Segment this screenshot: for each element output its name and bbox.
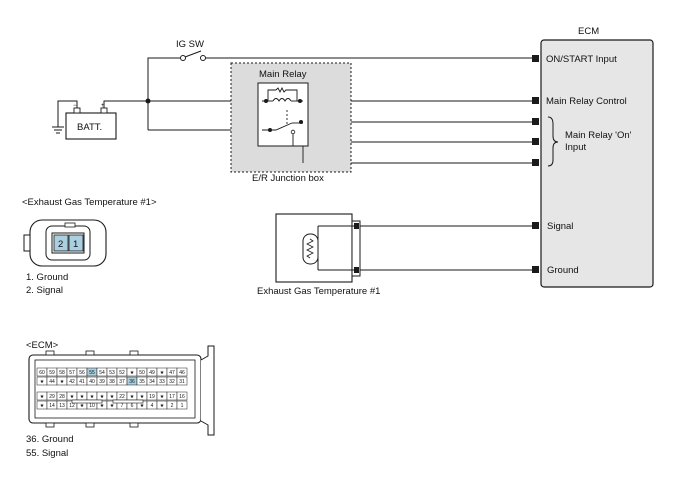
ecm-connector-pin-label: 34 [149,379,155,385]
ecm-connector-pin-label: ★ [130,370,135,376]
ecm-block: ECM ON/START Input Main Relay Control Ma… [532,26,654,288]
ecm-title: ECM [578,26,599,37]
ecm-connector-pin-label: 32 [169,379,175,385]
ecm-connector-pin [176,400,188,410]
ecm-connector-pin-label: ★ [40,379,45,385]
ecm-pin-desc-2: 55. Signal [26,448,68,459]
ecm-connector-pin-label: 55 [89,370,95,376]
ecm-connector-pin-label: 12 [69,403,75,409]
ecm-connector-pin [176,376,188,386]
ecm-connector-pin-label: 1 [181,403,184,409]
ecm-connector-pin-label: 38 [109,379,115,385]
ecm-connector-pin-label: 13 [59,403,65,409]
ecm-connector-pin-label: 17 [169,394,175,400]
ig-switch: IG SW [176,39,206,61]
sensor-pin-1: 1 [73,239,78,250]
svg-text:−: − [73,103,77,109]
ecm-connector-pin-label: 37 [119,379,125,385]
ecm-connector-pin-label: 53 [109,370,115,376]
ecm-connector-pin-label: ★ [130,394,135,400]
ecm-connector-pin-label: ★ [40,394,45,400]
ecm-connector-pin-label: 49 [149,370,155,376]
ecm-connector-pin-label: 40 [89,379,95,385]
ecm-pin-signal: Signal [547,221,573,232]
ecm-connector-pin-label: ★ [60,379,65,385]
ecm-pin-relay-on-input-2: Input [565,142,586,153]
main-relay-label: Main Relay [259,69,307,80]
ecm-connector-pin-label: 56 [79,370,85,376]
ig-switch-label: IG SW [176,39,204,50]
ecm-connector-pin-label: 57 [69,370,75,376]
ecm-connector-pin-label: 35 [139,379,145,385]
ecm-connector-pin-label: 44 [49,379,55,385]
ecm-connector-pin-label: ★ [140,403,145,409]
ecm-connector-pin-label: 50 [139,370,145,376]
ecm-connector-pin-label: 39 [99,379,105,385]
ecm-connector-pin-label: 19 [149,394,155,400]
ecm-connector-pin-label: 10 [89,403,95,409]
ecm-connector-pin-label: 6 [131,403,134,409]
ecm-pin-relay-on-input-1: Main Relay 'On' [565,130,632,141]
junction-box-label: E/R Junction box [252,173,324,184]
ecm-connector-pin-label: 16 [179,394,185,400]
ecm-connector-pin-label: 2 [171,403,174,409]
ecm-pin-on-start: ON/START Input [546,54,617,65]
ecm-connector-pin-label: ★ [80,403,85,409]
ecm-connector-pin-label: 28 [59,394,65,400]
ecm-connector-pin-label: 54 [99,370,105,376]
ecm-connector-pin-label: ★ [160,370,165,376]
ecm-connector-pin-label: ★ [90,394,95,400]
battery-label: BATT. [77,122,102,133]
ecm-connector-pin-label: 47 [169,370,175,376]
ecm-connector-pin-label: ★ [110,394,115,400]
sensor-label: Exhaust Gas Temperature #1 [257,286,380,297]
ecm-connector-pin-label: 33 [159,379,165,385]
ecm-connector-pin-label: 7 [121,403,124,409]
ecm-connector-pin [176,367,188,377]
ecm-connector-pin-label: 22 [119,394,125,400]
ecm-connector-pin-label: 60 [39,370,45,376]
ecm-connector-pin-label: 14 [49,403,55,409]
ecm-connector-pin-label: ★ [140,394,145,400]
junction-box: E/R Junction box Main Relay [230,62,352,184]
sensor-connector-view: <Exhaust Gas Temperature #1> 2 1 1. Grou… [22,197,157,296]
sensor-pin-desc-1: 1. Ground [26,272,68,283]
svg-text:+: + [101,103,105,109]
ecm-connector-pin-label: ★ [100,403,105,409]
ecm-connector-pin-label: 46 [179,370,185,376]
ecm-connector-pin-label: 36 [129,379,135,385]
ecm-connector-pin-label: 58 [59,370,65,376]
ecm-connector-pin-label: ★ [110,403,115,409]
ecm-connector-pin-label: ★ [80,394,85,400]
sensor-pin-desc-2: 2. Signal [26,285,63,296]
sensor-pin-2: 2 [58,239,63,250]
ecm-connector-pin-label: ★ [70,394,75,400]
ecm-connector-pin-label: 41 [79,379,85,385]
ecm-connector-pin-label: 59 [49,370,55,376]
ecm-connector-pin-label: 31 [179,379,185,385]
wiring-lines [147,57,532,271]
ecm-connector-pin-label: 29 [49,394,55,400]
ecm-connector-pin-label: ★ [160,394,165,400]
ecm-connector-pin-label: ★ [40,403,45,409]
ecm-connector-pin [176,391,188,401]
exhaust-gas-temp-sensor: Exhaust Gas Temperature #1 [257,213,380,297]
battery: BATT. − + [52,100,148,140]
ecm-connector-title: <ECM> [26,340,59,351]
ecm-pin-ground: Ground [547,265,579,276]
ecm-connector-pin-label: 4 [151,403,154,409]
ecm-pin-main-relay-control: Main Relay Control [546,96,627,107]
ecm-connector-pin-label: 42 [69,379,75,385]
ecm-pin-desc-1: 36. Ground [26,434,74,445]
ecm-connector-pin-label: ★ [160,403,165,409]
ecm-connector-pin-label: 52 [119,370,125,376]
ecm-connector-pin-label: ★ [100,394,105,400]
sensor-connector-title: <Exhaust Gas Temperature #1> [22,197,157,208]
